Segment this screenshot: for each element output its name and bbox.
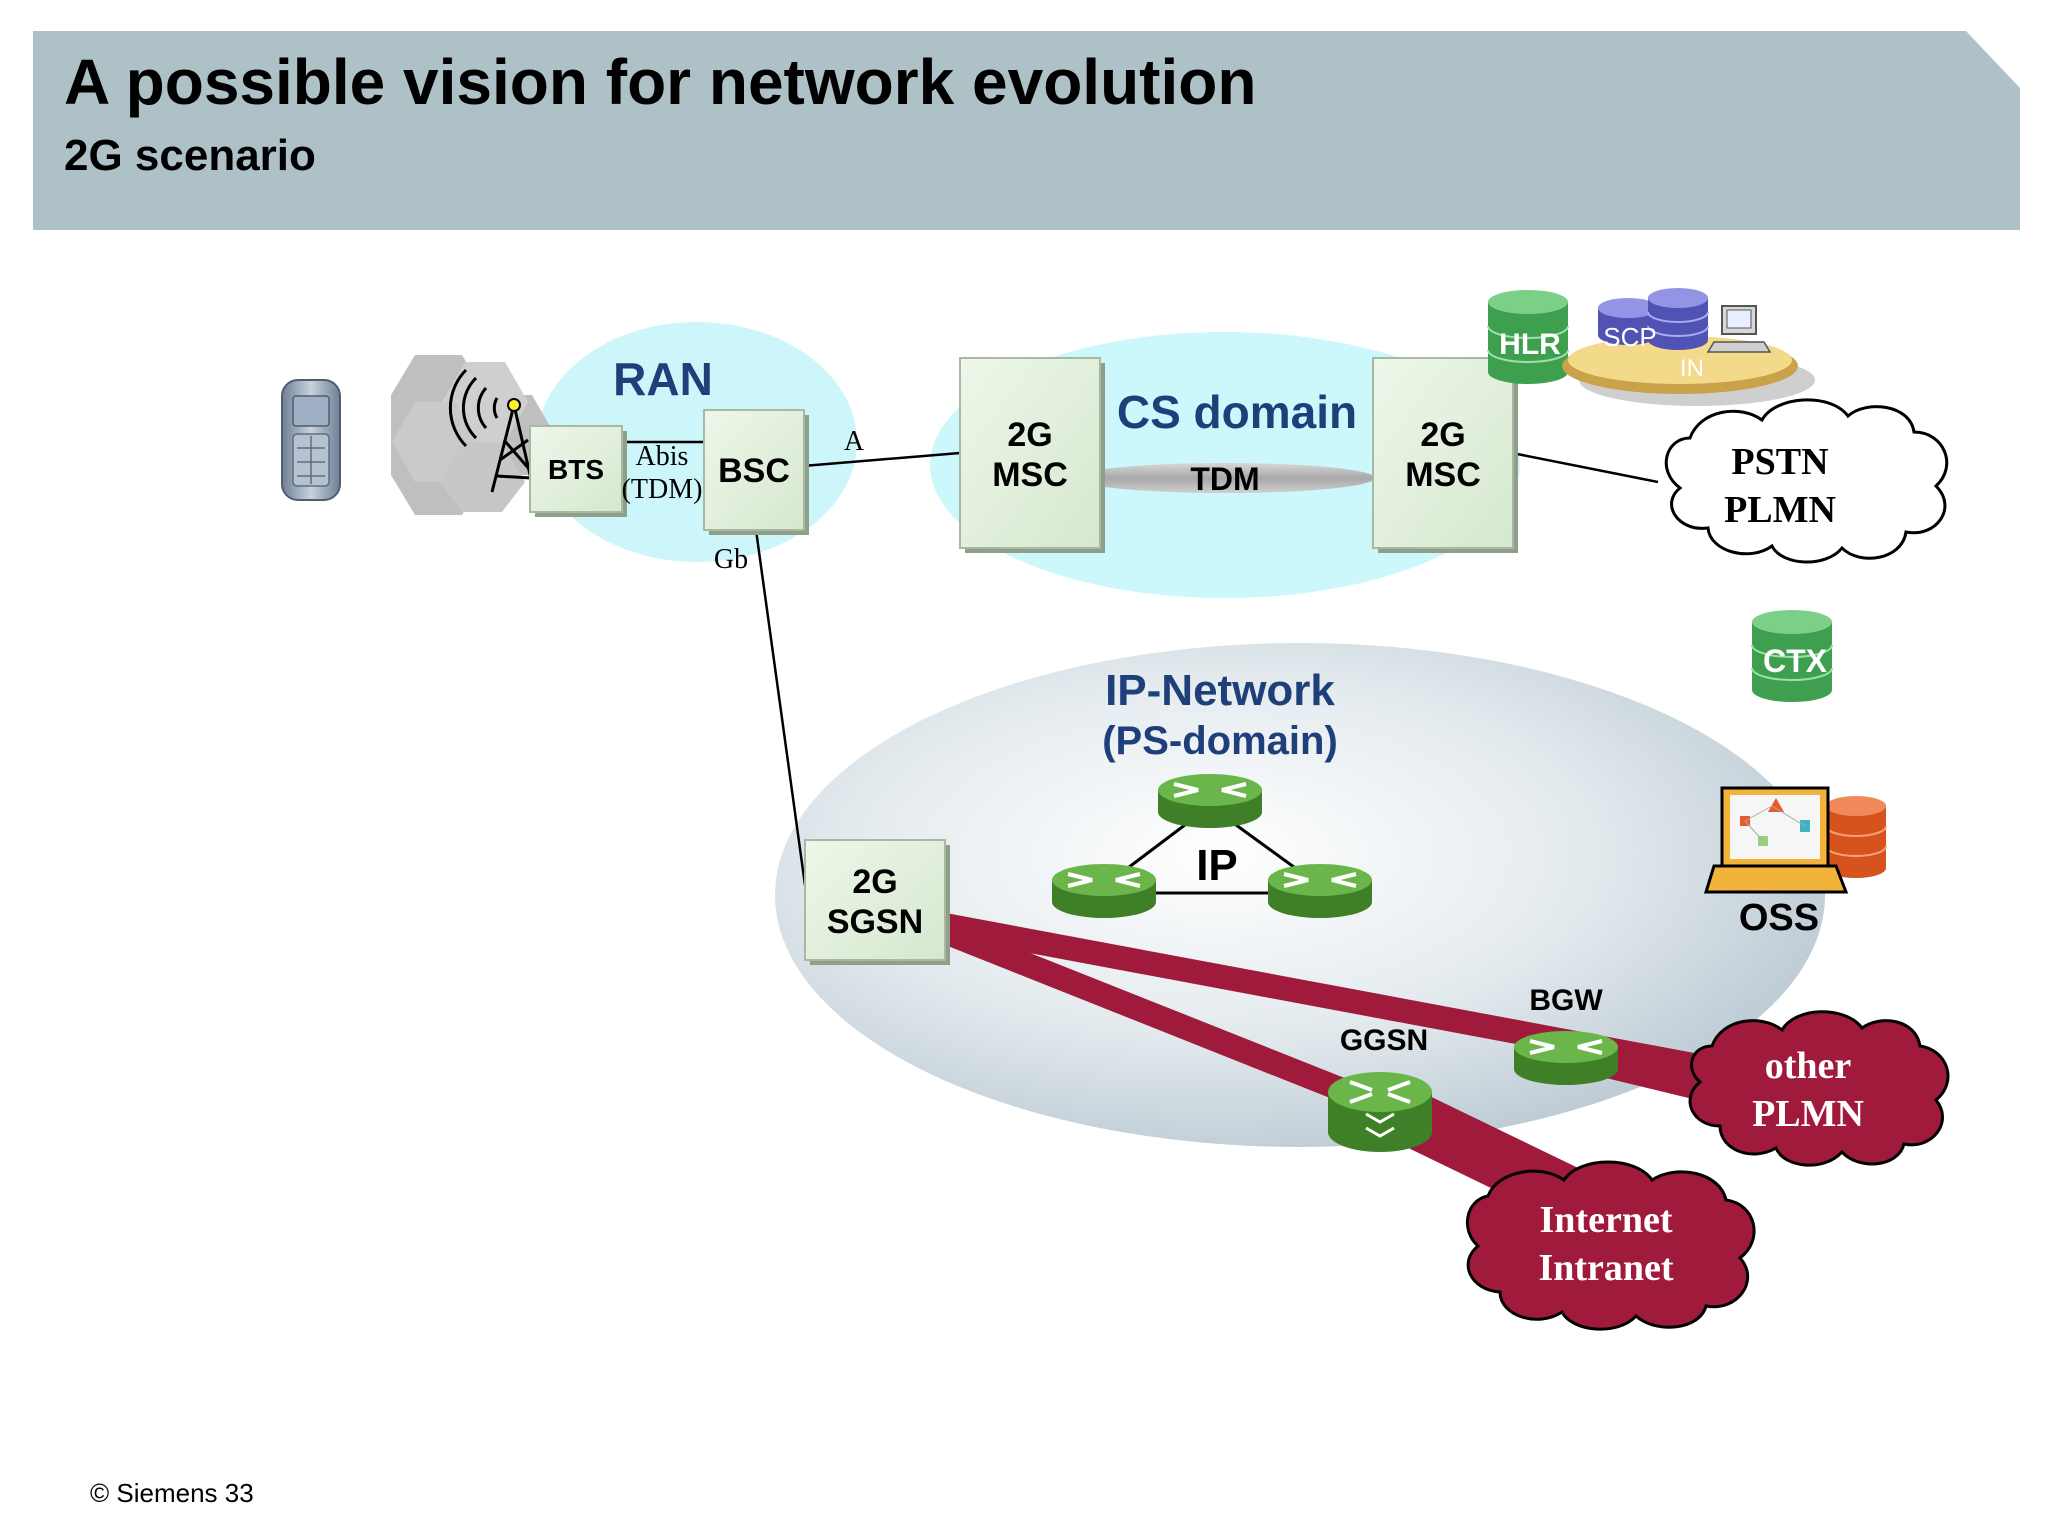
bts-label: BTS bbox=[548, 454, 604, 485]
sgsn-ggsn-link bbox=[940, 920, 1385, 1117]
bgw-label: BGW bbox=[1529, 984, 1603, 1017]
msc-pstn-link bbox=[1511, 451, 1659, 484]
scp-database-icon bbox=[1598, 288, 1709, 350]
bsc-node: BSC bbox=[703, 409, 809, 535]
other-plmn-cloud: other PLMN bbox=[1688, 1010, 1950, 1167]
msc-right-line1: 2G bbox=[1420, 416, 1465, 454]
msc-left-line1: 2G bbox=[1007, 416, 1052, 454]
bsc-label: BSC bbox=[718, 452, 790, 490]
abis-label: Abis bbox=[636, 441, 689, 472]
slide-subtitle: 2G scenario bbox=[64, 131, 316, 180]
sgsn-node: 2G SGSN bbox=[804, 839, 950, 965]
header-banner bbox=[33, 31, 2020, 230]
oss-database-icon bbox=[1825, 796, 1887, 878]
slide-header: A possible vision for network evolution … bbox=[33, 31, 2020, 230]
abis-tdm-label: (TDM) bbox=[622, 474, 703, 505]
ran-label: RAN bbox=[613, 353, 713, 405]
router-icon bbox=[1052, 864, 1156, 918]
internet-line1: Internet bbox=[1540, 1199, 1673, 1241]
msc-right-line2: MSC bbox=[1405, 456, 1481, 494]
router-icon bbox=[1158, 774, 1262, 828]
gb-interface-label: Gb bbox=[714, 544, 748, 575]
ggsn-router-icon bbox=[1328, 1072, 1432, 1152]
ip-network-subtitle: (PS-domain) bbox=[1102, 719, 1338, 763]
a-interface-label: A bbox=[844, 426, 865, 457]
ip-network-title: IP-Network bbox=[1105, 666, 1335, 715]
scp-label: SCP bbox=[1603, 322, 1656, 352]
ggsn-label: GGSN bbox=[1340, 1024, 1428, 1057]
gb-interface-link bbox=[754, 529, 807, 886]
sgsn-line2: SGSN bbox=[827, 903, 923, 941]
a-interface-link bbox=[802, 451, 961, 468]
pstn-line2: PLMN bbox=[1724, 489, 1836, 531]
footer-copyright: © Siemens 33 bbox=[90, 1478, 254, 1508]
cs-domain-label: CS domain bbox=[1117, 386, 1357, 438]
slide-title: A possible vision for network evolution bbox=[64, 46, 1256, 118]
other-plmn-line1: other bbox=[1765, 1045, 1852, 1087]
tdm-label: TDM bbox=[1190, 461, 1259, 497]
hlr-label: HLR bbox=[1499, 328, 1561, 361]
ctx-database-icon bbox=[1751, 610, 1833, 702]
internet-intranet-cloud: Internet Intranet bbox=[1466, 1160, 1756, 1331]
other-plmn-line2: PLMN bbox=[1752, 1093, 1864, 1135]
msc-left-line2: MSC bbox=[992, 456, 1068, 494]
computer-terminal-icon bbox=[1706, 305, 1772, 353]
pstn-line1: PSTN bbox=[1731, 441, 1828, 483]
bts-node: BTS bbox=[529, 425, 627, 517]
router-icon bbox=[1268, 864, 1372, 918]
in-label: IN bbox=[1680, 355, 1704, 382]
tdm-bar: TDM bbox=[1075, 461, 1375, 497]
bgw-router-icon bbox=[1514, 1031, 1618, 1085]
internet-line2: Intranet bbox=[1538, 1247, 1673, 1289]
msc-right-node: 2G MSC bbox=[1372, 357, 1518, 553]
hlr-database-icon bbox=[1487, 290, 1569, 384]
signaling-links bbox=[622, 440, 1659, 886]
oss-laptop-icon bbox=[1703, 786, 1849, 894]
oss-label: OSS bbox=[1739, 897, 1819, 939]
pstn-plmn-cloud: PSTN PLMN bbox=[1664, 398, 1949, 564]
mobile-phone-icon bbox=[281, 379, 341, 501]
ip-label: IP bbox=[1196, 841, 1238, 890]
sgsn-line1: 2G bbox=[852, 863, 897, 901]
tdm-trunk bbox=[1075, 463, 1375, 493]
ctx-label: CTX bbox=[1763, 643, 1828, 679]
msc-left-node: 2G MSC bbox=[959, 357, 1105, 553]
